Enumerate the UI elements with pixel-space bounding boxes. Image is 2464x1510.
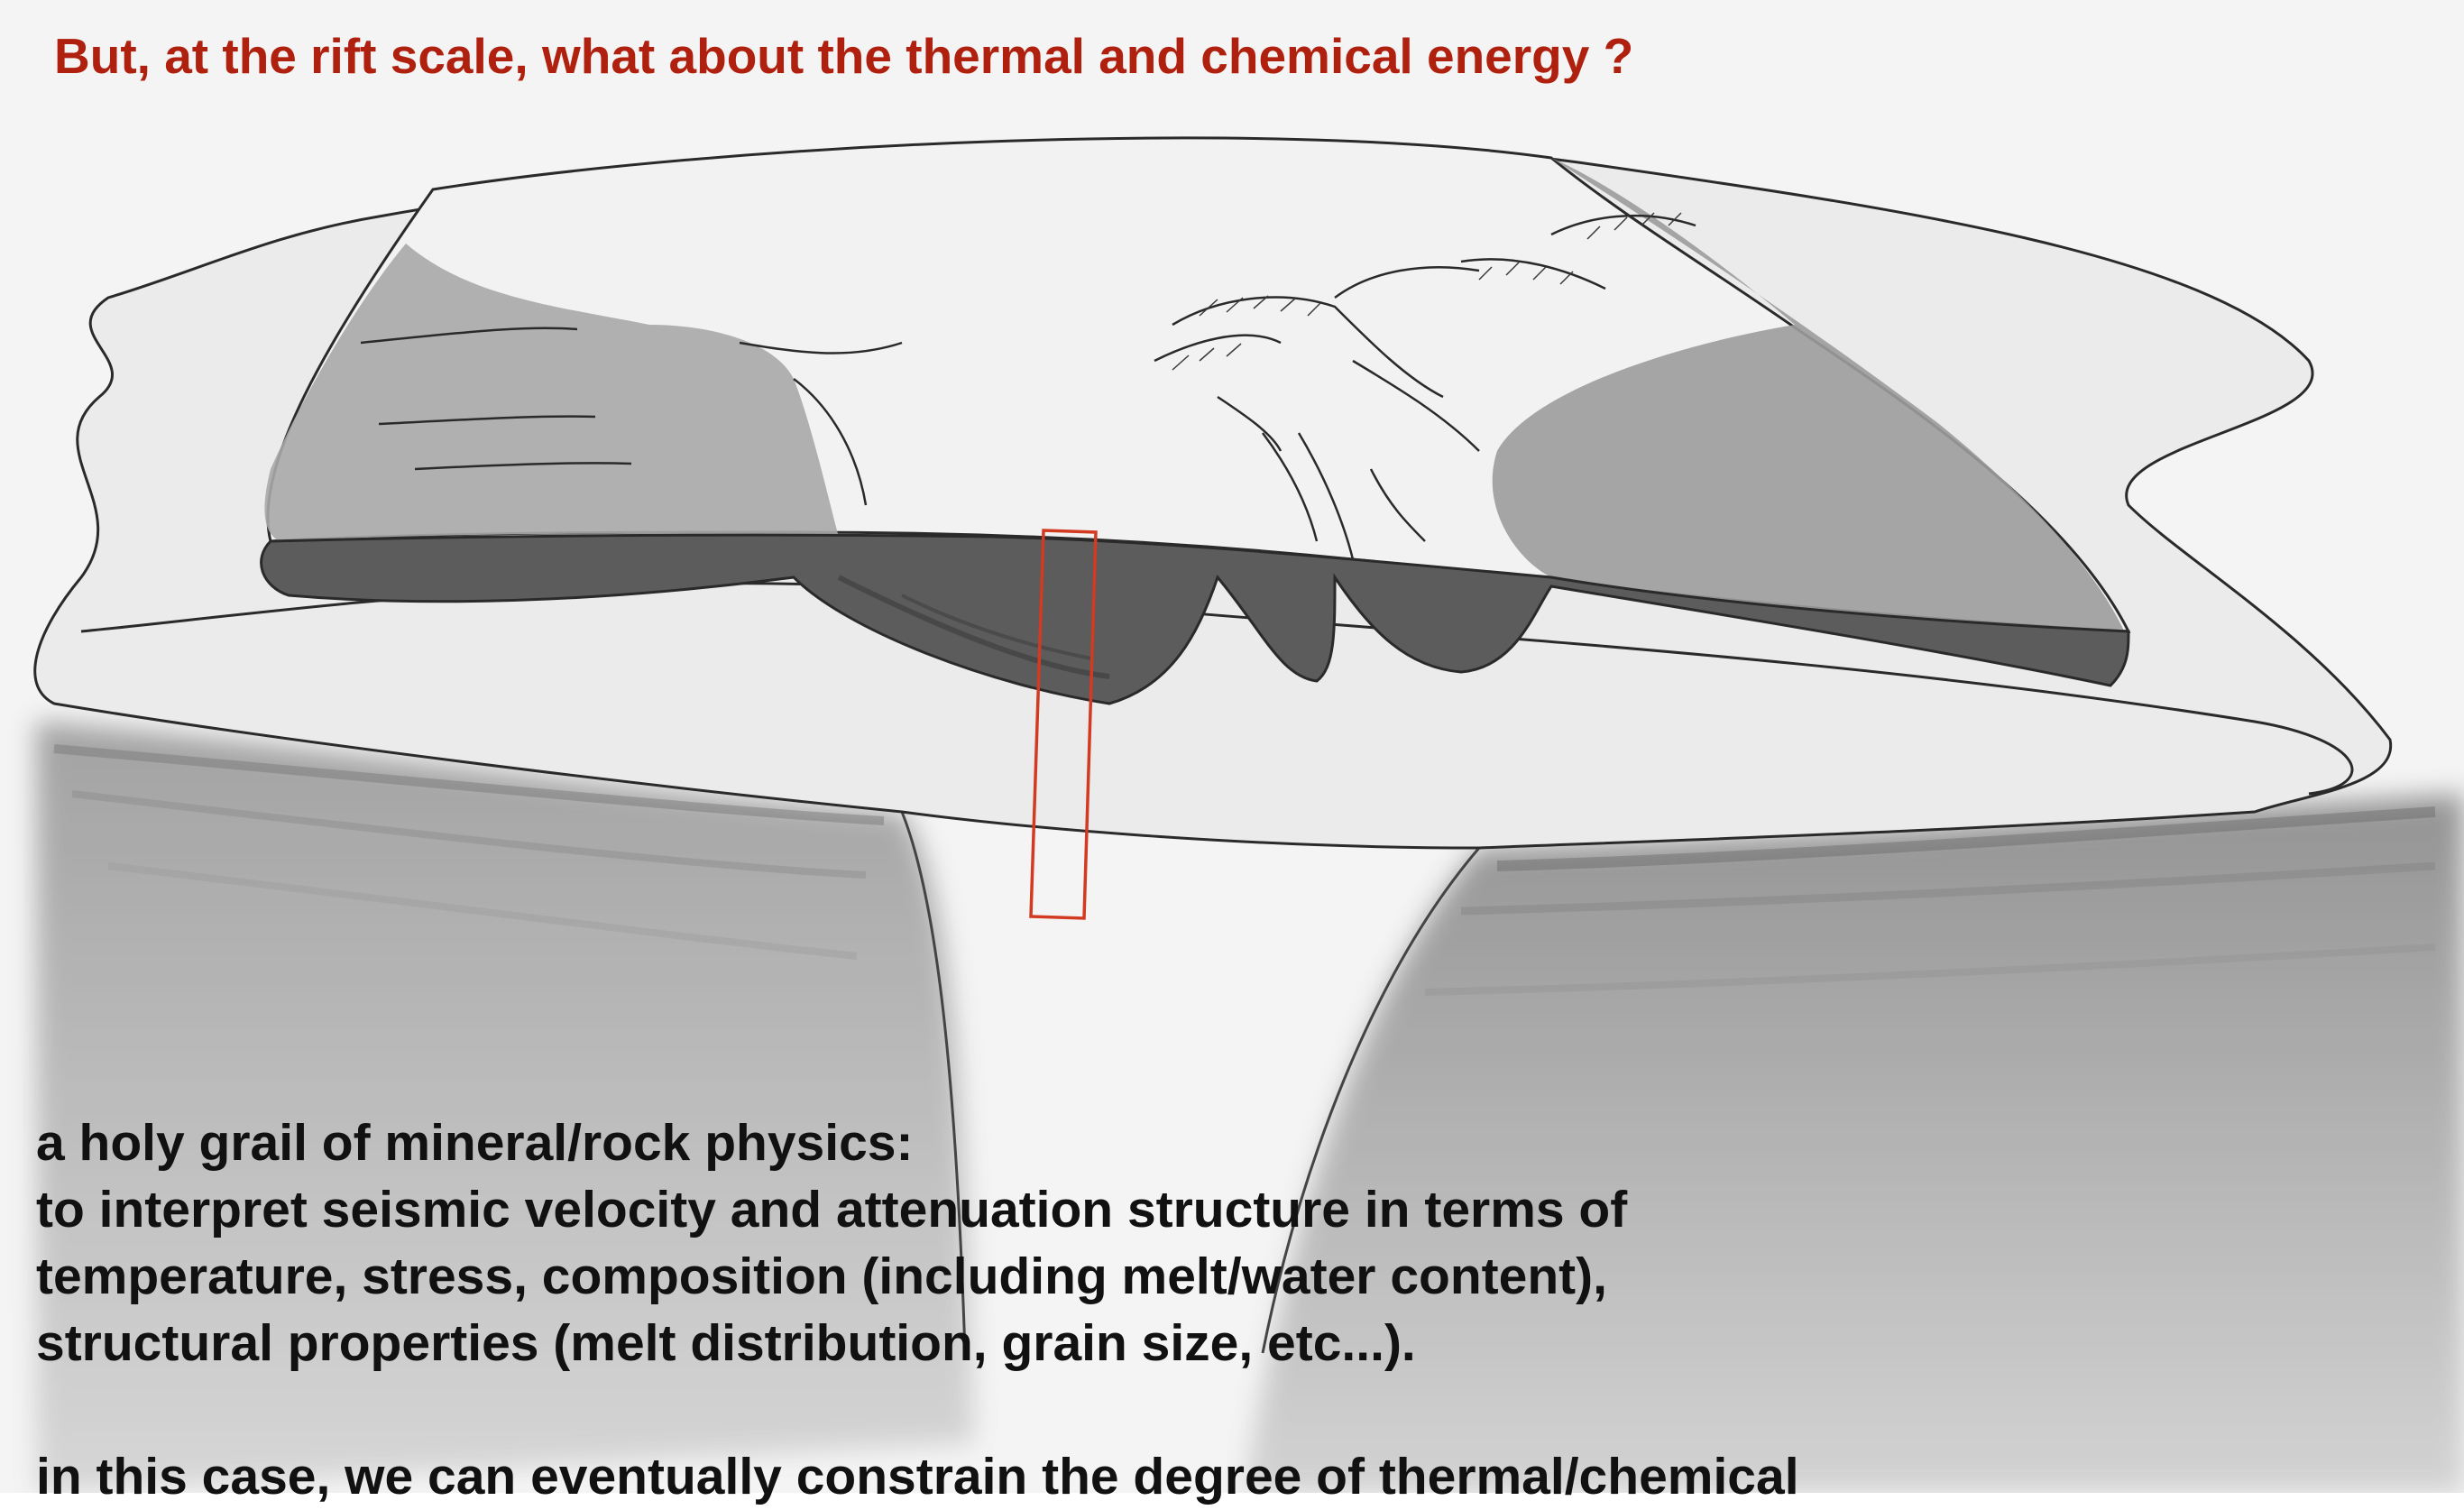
body-line-3: temperature, stress, composition (includ… — [36, 1243, 1607, 1310]
slide-title: But, at the rift scale, what about the t… — [54, 27, 1633, 85]
body-line-5: in this case, we can eventually constrai… — [36, 1443, 1799, 1510]
mantle-curtain-left — [36, 722, 974, 1493]
body-line-4: structural properties (melt distribution… — [36, 1310, 1416, 1376]
body-line-2: to interpret seismic velocity and attenu… — [36, 1176, 1627, 1243]
body-line-1: a holy grail of mineral/rock physics: — [36, 1109, 913, 1176]
